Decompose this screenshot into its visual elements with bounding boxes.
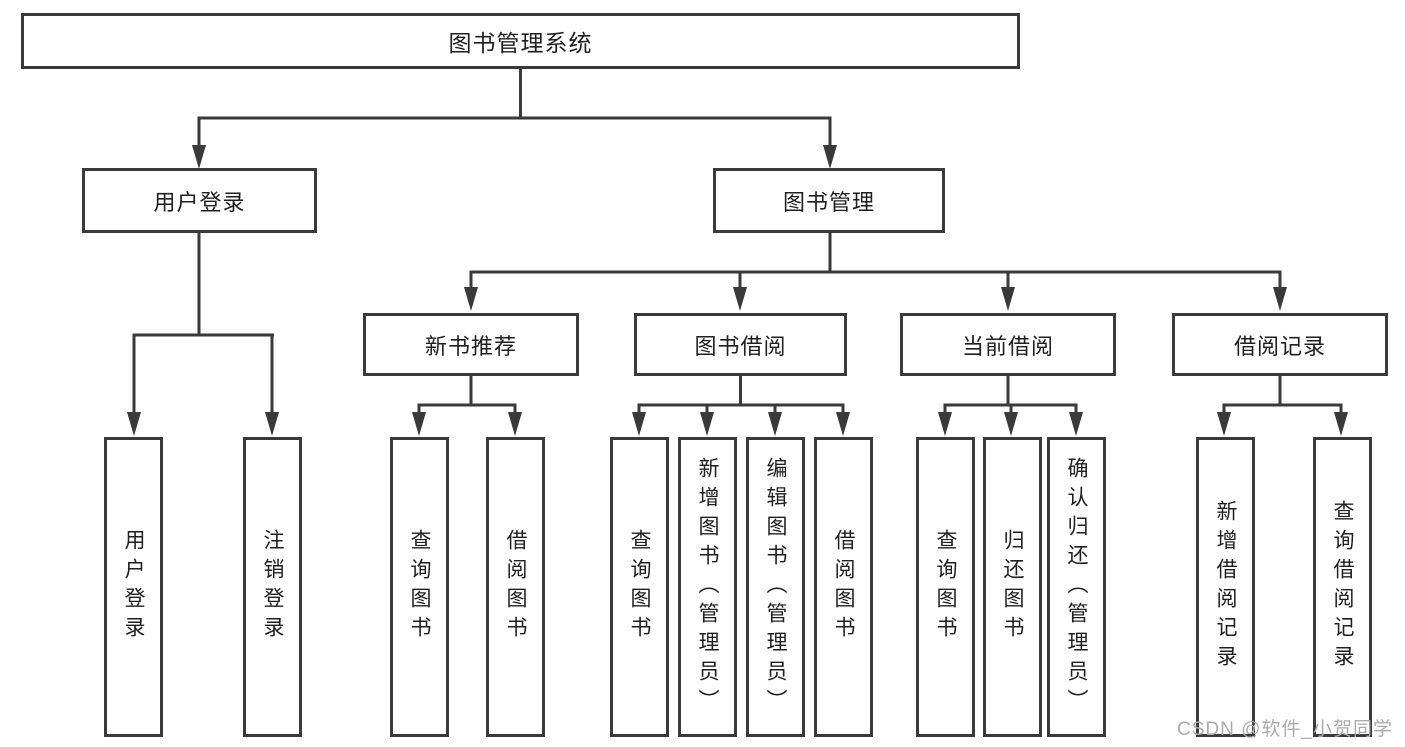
node-user-login: 用户登录	[82, 168, 317, 233]
leaf-query-books-borrowing: 查询图书	[610, 437, 669, 737]
node-label: 借阅图书	[832, 529, 855, 645]
leaf-query-borrow-record: 查询借阅记录	[1313, 437, 1372, 737]
watermark: CSDN @软件_小贺同学	[1177, 719, 1393, 740]
node-borrow-records: 借阅记录	[1172, 313, 1388, 376]
node-label: 借阅图书	[504, 529, 527, 645]
leaf-add-book-admin: 新增图书（管理员）	[678, 437, 737, 737]
leaf-query-books-recommend: 查询图书	[390, 437, 449, 737]
leaf-borrow-books-recommend: 借阅图书	[486, 437, 545, 737]
node-library-system: 图书管理系统	[21, 13, 1020, 69]
node-label: 查询图书	[408, 529, 431, 645]
node-label: 图书借阅	[694, 333, 787, 359]
node-label: 查询图书	[628, 529, 651, 645]
leaf-borrow-books-borrowing: 借阅图书	[814, 437, 873, 737]
leaf-confirm-return-admin: 确认归还（管理员）	[1047, 437, 1106, 737]
node-label: 确认归还（管理员）	[1065, 456, 1088, 718]
leaf-user-login: 用户登录	[104, 437, 163, 737]
node-new-book-recommend: 新书推荐	[363, 313, 579, 376]
node-label: 图书管理系统	[448, 30, 593, 56]
node-label: 用户登录	[122, 529, 145, 645]
node-current-borrowing: 当前借阅	[900, 313, 1116, 376]
node-label: 图书管理	[782, 189, 875, 215]
leaf-query-books-current: 查询图书	[916, 437, 975, 737]
node-label: 新书推荐	[424, 333, 517, 359]
leaf-edit-book-admin: 编辑图书（管理员）	[746, 437, 805, 737]
node-label: 注销登录	[261, 529, 284, 645]
node-label: 编辑图书（管理员）	[764, 456, 787, 718]
node-label: 归还图书	[1001, 529, 1024, 645]
leaf-return-books: 归还图书	[983, 437, 1042, 737]
node-label: 查询借阅记录	[1331, 500, 1354, 674]
leaf-add-borrow-record: 新增借阅记录	[1196, 437, 1255, 737]
node-label: 借阅记录	[1233, 333, 1326, 359]
node-label: 新增借阅记录	[1214, 500, 1237, 674]
node-label: 当前借阅	[961, 333, 1054, 359]
node-book-borrowing: 图书借阅	[634, 313, 847, 376]
node-label: 新增图书（管理员）	[696, 456, 719, 718]
node-label: 用户登录	[153, 189, 246, 215]
node-label: 查询图书	[934, 529, 957, 645]
node-book-management: 图书管理	[713, 168, 945, 233]
leaf-logout-login: 注销登录	[243, 437, 302, 737]
